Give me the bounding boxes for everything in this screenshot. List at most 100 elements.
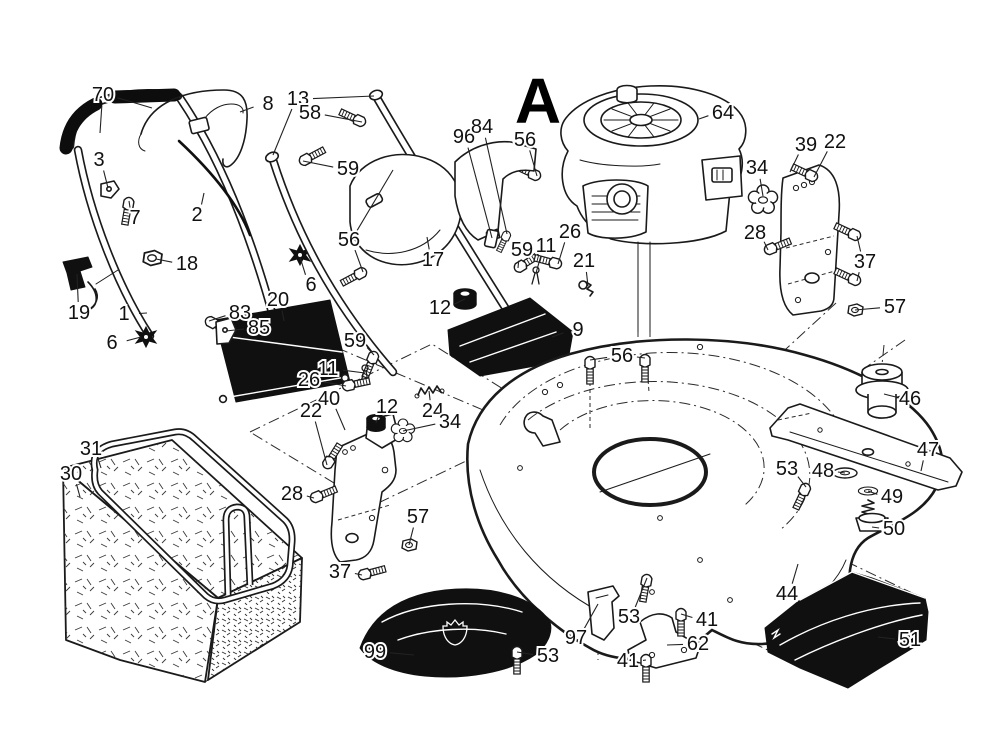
callout-53: 53 bbox=[537, 645, 559, 667]
handle-bracket-upper bbox=[454, 140, 537, 241]
callout-leader-85 bbox=[225, 328, 245, 332]
callout-leader-58 bbox=[324, 114, 363, 123]
bolt-56-deck-1 bbox=[584, 355, 596, 385]
blade-bolt-50 bbox=[855, 499, 889, 532]
callout-6: 6 bbox=[305, 274, 316, 296]
control-bail bbox=[138, 89, 248, 168]
callout-51: 51 bbox=[899, 629, 921, 651]
callout-leader-24 bbox=[428, 390, 431, 401]
callout-leader-57 bbox=[408, 527, 414, 546]
callout-62: 62 bbox=[687, 633, 709, 655]
callout-17: 17 bbox=[422, 249, 444, 271]
rope-guide-knob-19 bbox=[62, 256, 119, 311]
callout-leader-70 bbox=[117, 97, 153, 109]
callout-leader-62 bbox=[666, 643, 684, 646]
callout-53: 53 bbox=[618, 606, 640, 628]
bag-frame-31 bbox=[90, 428, 296, 605]
callout-leader-12 bbox=[453, 298, 466, 305]
callout-leader-48 bbox=[837, 471, 846, 474]
callout-39: 39 bbox=[795, 134, 817, 156]
callout-leader-17 bbox=[426, 236, 430, 250]
callout-leader-9 bbox=[551, 332, 564, 338]
callout-99: 99 bbox=[364, 641, 386, 663]
callout-leader-84 bbox=[484, 137, 508, 235]
callout-leader-11 bbox=[535, 256, 542, 274]
callout-leader-56 bbox=[354, 249, 364, 273]
callout-leader-56 bbox=[589, 356, 608, 361]
callout-48: 48 bbox=[812, 460, 834, 482]
callout-leader-28 bbox=[763, 241, 769, 251]
nut-18 bbox=[142, 249, 163, 267]
callout-11: 11 bbox=[318, 358, 339, 380]
callout-64: 64 bbox=[712, 102, 734, 124]
callout-2: 2 bbox=[191, 204, 202, 226]
mulch-plug-51 bbox=[764, 571, 929, 689]
callout-leader-37 bbox=[856, 235, 862, 252]
blade-adapter-46 bbox=[855, 363, 909, 419]
callout-37: 37 bbox=[854, 251, 876, 273]
rope-guide-17 bbox=[349, 153, 463, 266]
engine-bracket-39 bbox=[779, 164, 841, 316]
control-cable bbox=[177, 103, 252, 237]
callout-59: 59 bbox=[344, 330, 366, 352]
cable-clamp bbox=[100, 180, 120, 199]
callout-21: 21 bbox=[573, 250, 595, 272]
callout-leader-40 bbox=[335, 408, 346, 431]
callout-leader-56 bbox=[356, 169, 394, 231]
callout-leader-57 bbox=[854, 307, 881, 311]
callout-leader-31 bbox=[97, 458, 102, 469]
clip-nut-21 bbox=[578, 280, 594, 297]
callout-59: 59 bbox=[337, 158, 359, 180]
callout-leader-13 bbox=[272, 108, 293, 156]
support-bracket-40 bbox=[330, 430, 397, 563]
callout-34: 34 bbox=[439, 411, 461, 433]
callout-leader-19 bbox=[76, 273, 79, 303]
callout-37: 37 bbox=[329, 561, 351, 583]
callout-leader-44 bbox=[791, 563, 799, 584]
callout-leader-99 bbox=[389, 652, 415, 656]
callout-leader-6 bbox=[126, 336, 142, 342]
bolt-41-upper bbox=[675, 607, 687, 637]
grass-bag-30 bbox=[62, 439, 303, 683]
bolt-59-top bbox=[296, 144, 328, 168]
callout-leader-22 bbox=[813, 151, 828, 178]
callout-leader-39 bbox=[789, 154, 799, 173]
callout-leader-64 bbox=[698, 115, 709, 120]
callout-53: 53 bbox=[776, 458, 798, 480]
bolt-56-deck-2 bbox=[639, 353, 651, 383]
rear-door-20 bbox=[214, 299, 351, 404]
callout-57: 57 bbox=[884, 296, 906, 318]
callout-leader-18 bbox=[155, 258, 173, 263]
callout-leader-53 bbox=[516, 651, 534, 656]
callout-leader-3 bbox=[103, 170, 109, 189]
callout-leader-2 bbox=[200, 192, 205, 205]
callout-19: 19 bbox=[68, 302, 90, 324]
callout-leader-59 bbox=[517, 260, 520, 269]
callout-41: 41 bbox=[696, 609, 718, 631]
blade-47 bbox=[769, 403, 963, 491]
callout-56: 56 bbox=[514, 129, 536, 151]
bracket-97 bbox=[587, 585, 620, 641]
callout-leader-26 bbox=[323, 381, 347, 387]
bolt-58 bbox=[337, 106, 368, 129]
callout-46: 46 bbox=[899, 388, 921, 410]
callout-58: 58 bbox=[299, 102, 321, 124]
bolt-53-deflector bbox=[511, 645, 523, 675]
foam-grip-right bbox=[108, 88, 181, 104]
callout-28: 28 bbox=[281, 483, 303, 505]
callout-96: 96 bbox=[453, 126, 475, 148]
callout-6: 6 bbox=[106, 332, 117, 354]
callout-22: 22 bbox=[824, 131, 846, 153]
callout-44: 44 bbox=[776, 583, 798, 605]
callout-leader-53 bbox=[634, 577, 648, 608]
callout-57: 57 bbox=[407, 506, 429, 528]
callout-40: 40 bbox=[318, 388, 340, 410]
spring-24 bbox=[414, 385, 445, 399]
callout-7: 7 bbox=[129, 207, 140, 229]
callout-leader-41 bbox=[680, 613, 693, 619]
callout-leader-12 bbox=[375, 415, 380, 424]
callout-leader-49 bbox=[867, 490, 878, 495]
callout-56: 56 bbox=[611, 345, 633, 367]
